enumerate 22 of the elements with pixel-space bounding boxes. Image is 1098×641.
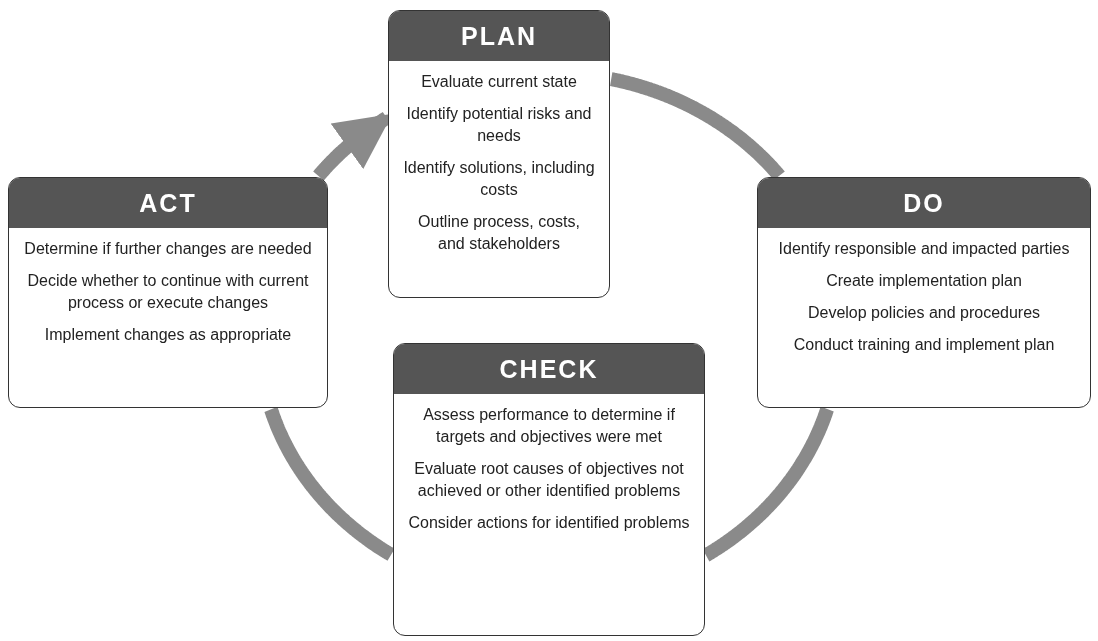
section-heading: ACT [9,178,327,228]
section-heading: CHECK [394,344,704,394]
section-heading: PLAN [389,11,609,61]
list-item: Identify potential risks and needs [405,104,593,146]
list-item: Develop policies and procedures [806,303,1042,323]
list-item: Consider actions for identified problems [408,513,690,533]
process-card [388,10,610,298]
process-card [757,177,1091,408]
process-card [8,177,328,408]
list-item: Identify responsible and impacted parties [777,239,1071,259]
process-card [393,343,705,636]
section-heading: DO [758,178,1090,228]
list-item: Outline process, costs, and stakeholders [417,212,581,254]
list-item: Decide whether to continue with current process or execute changes [26,271,310,313]
list-item: Identify solutions, including costs [403,158,595,200]
list-item: Create implementation plan [825,271,1023,291]
list-item: Determine if further changes are needed [23,239,313,259]
list-item: Evaluate root causes of objectives not achieved or other identified problems [413,459,685,501]
list-item: Conduct training and implement plan [792,335,1056,355]
list-item: Implement changes as appropriate [43,325,293,345]
list-item: Evaluate current state [420,72,578,92]
list-item: Assess performance to determine if targets and objectives were met [422,405,676,447]
